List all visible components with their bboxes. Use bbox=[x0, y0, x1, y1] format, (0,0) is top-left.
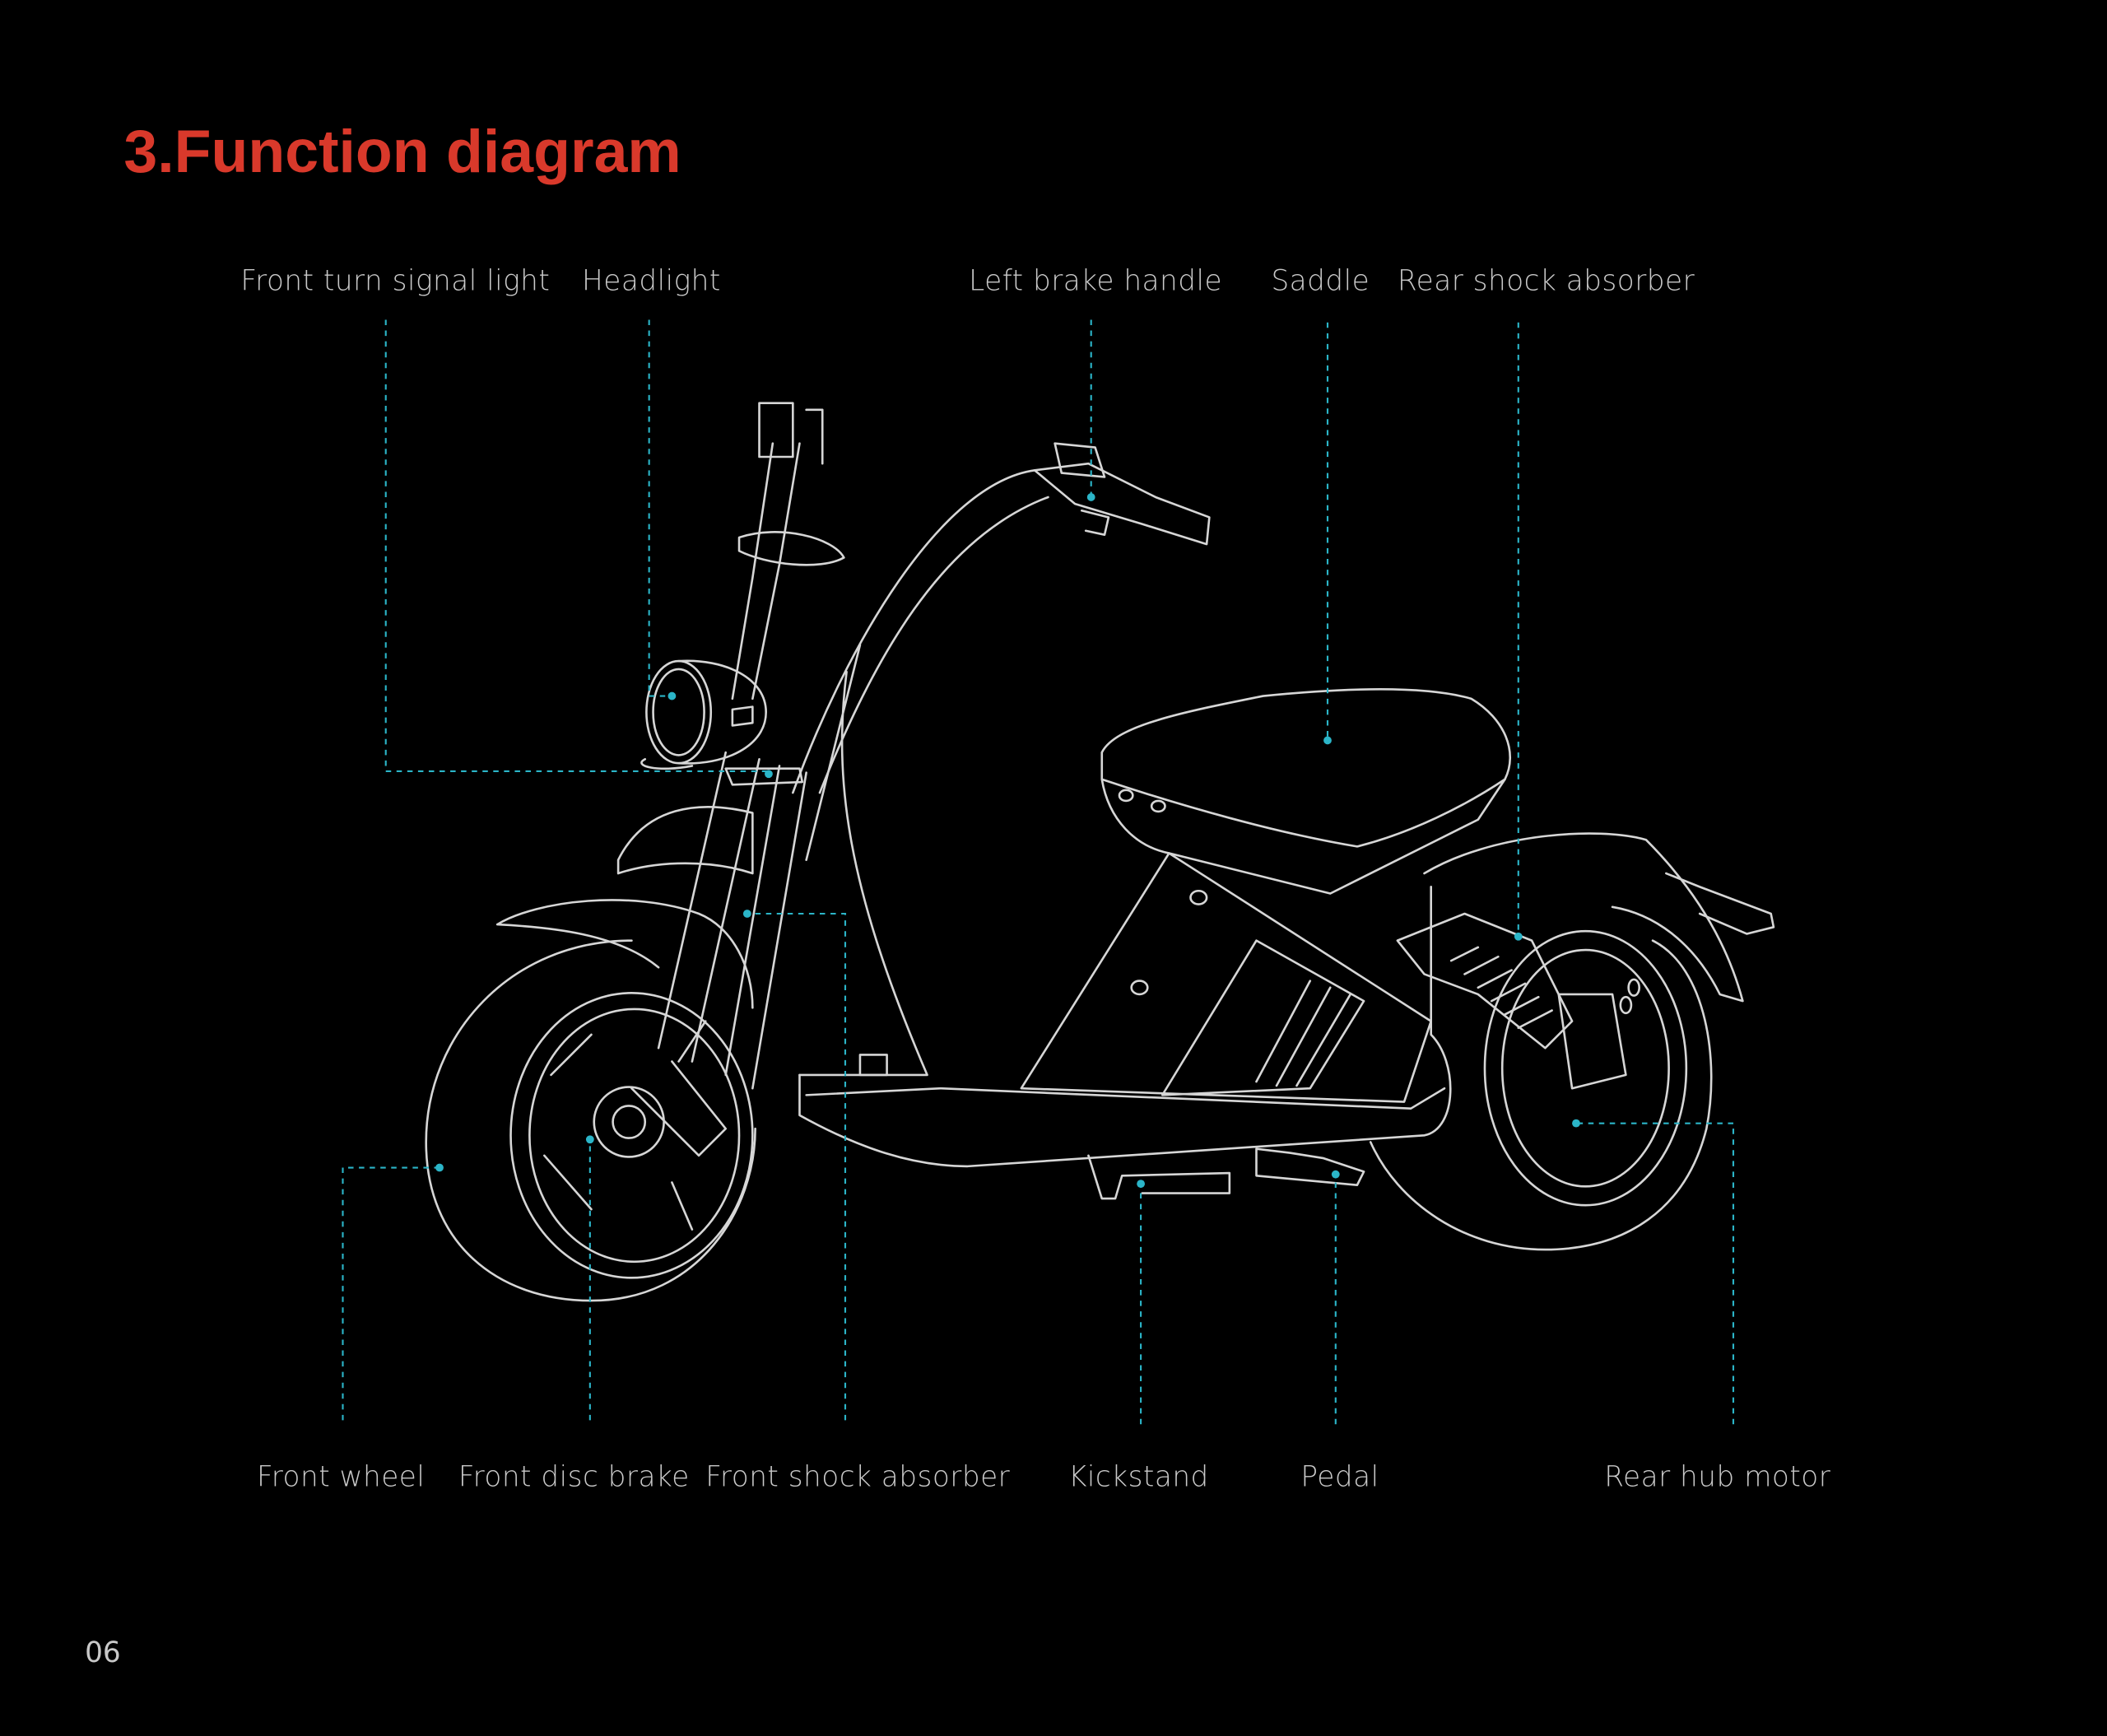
marker-dot bbox=[1514, 932, 1523, 941]
leader-front-shock-absorber bbox=[747, 912, 847, 1421]
page-title: 3.Function diagram bbox=[123, 118, 681, 185]
headlight-drawing bbox=[640, 659, 804, 786]
label-headlight: Headlight bbox=[582, 265, 721, 298]
label-front-disc-brake: Front disc brake bbox=[458, 1460, 690, 1493]
marker-dot bbox=[765, 770, 773, 779]
scooter-illustration bbox=[425, 402, 1775, 1302]
pedal-drawing bbox=[1255, 1147, 1365, 1187]
leader-lines bbox=[342, 319, 1735, 1425]
rear-shock-drawing bbox=[1396, 912, 1574, 1050]
label-pedal: Pedal bbox=[1300, 1460, 1379, 1493]
label-kickstand: Kickstand bbox=[1068, 1460, 1209, 1493]
front-wheel-drawing bbox=[425, 939, 756, 1302]
rear-wheel-drawing bbox=[1369, 832, 1775, 1251]
kickstand-drawing bbox=[1087, 1154, 1231, 1200]
marker-dot bbox=[1137, 1180, 1145, 1188]
label-left-brake-handle: Left brake handle bbox=[969, 265, 1222, 298]
marker-dot bbox=[435, 1163, 444, 1172]
leader-front-turn-signal-light bbox=[384, 319, 769, 773]
body-panel-drawing bbox=[1020, 852, 1432, 1103]
page-number: 06 bbox=[85, 1636, 121, 1669]
label-front-wheel: Front wheel bbox=[257, 1460, 425, 1493]
marker-dot bbox=[1572, 1119, 1580, 1128]
marker-dot bbox=[742, 910, 751, 918]
saddle-drawing bbox=[1100, 688, 1512, 895]
marker-dot bbox=[1331, 1170, 1340, 1179]
leader-front-wheel bbox=[342, 1166, 440, 1421]
label-saddle: Saddle bbox=[1271, 265, 1370, 298]
marker-dot bbox=[1086, 493, 1095, 501]
marker-dot bbox=[1323, 736, 1332, 745]
label-rear-hub-motor: Rear hub motor bbox=[1604, 1460, 1831, 1493]
label-rear-shock-absorber: Rear shock absorber bbox=[1398, 265, 1695, 298]
marker-dot bbox=[585, 1135, 594, 1144]
label-front-turn-signal-light: Front turn signal light bbox=[240, 265, 550, 298]
label-front-shock-absorber: Front shock absorber bbox=[705, 1460, 1010, 1493]
leader-headlight bbox=[648, 319, 672, 697]
marker-dot bbox=[667, 691, 677, 700]
